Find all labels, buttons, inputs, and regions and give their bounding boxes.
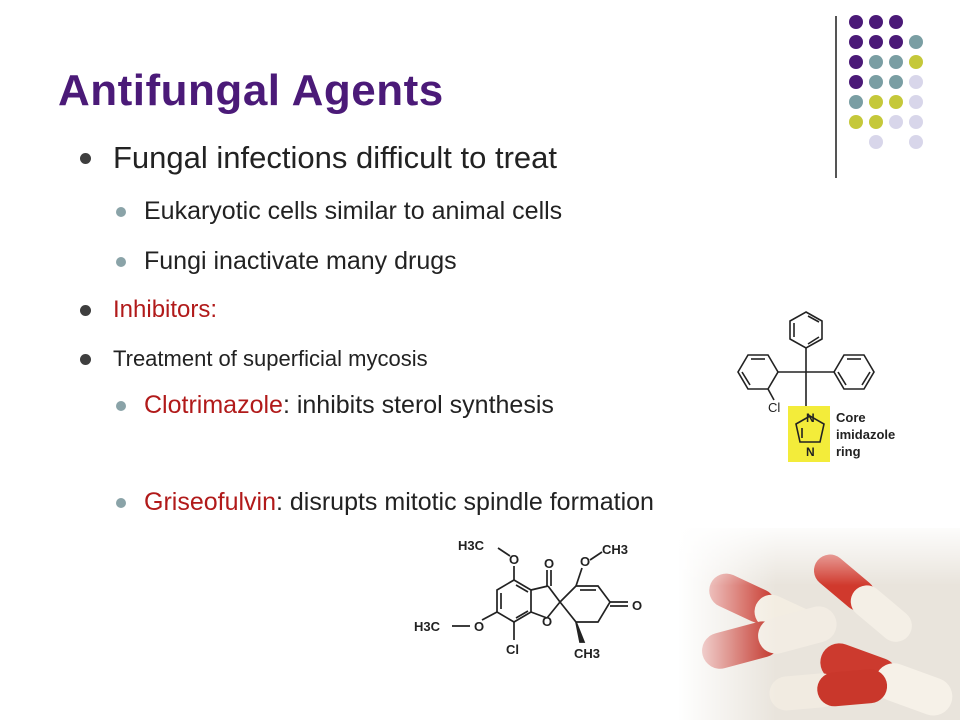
label-h3c-left: H3C xyxy=(414,619,441,634)
drug-name-griseofulvin: Griseofulvin xyxy=(144,488,276,516)
decorative-dot xyxy=(849,55,863,69)
bullet-dot xyxy=(116,206,126,217)
decorative-dot xyxy=(849,95,863,109)
label-o-ketone: O xyxy=(544,556,554,571)
imidazole-highlight-box xyxy=(788,406,830,462)
decorative-dot xyxy=(869,75,883,89)
decorative-dot xyxy=(869,115,883,129)
decorative-dot xyxy=(909,135,923,149)
bullet-text: Fungi inactivate many drugs xyxy=(144,247,457,275)
bullet-text: Eukaryotic cells similar to animal cells xyxy=(144,197,563,225)
decorative-dot xyxy=(909,115,923,129)
decorative-dot xyxy=(849,75,863,89)
decorative-dot xyxy=(849,35,863,49)
decorative-dot xyxy=(869,135,883,149)
bullet-griseofulvin: Griseofulvin: disrupts mitotic spindle f… xyxy=(116,488,654,517)
bullet-text: Inhibitors: xyxy=(113,296,218,323)
label-imidazole: imidazole xyxy=(836,427,895,442)
bullet-fungi-inactivate: Fungi inactivate many drugs xyxy=(116,247,457,276)
label-o-furan: O xyxy=(542,614,552,629)
decorative-dot xyxy=(889,95,903,109)
bullet-inhibitors: Inhibitors: xyxy=(80,296,217,324)
label-cl: Cl xyxy=(506,642,519,657)
bullet-text: Fungal infections difficult to treat xyxy=(113,140,558,175)
label-o-enone: O xyxy=(632,598,642,613)
drug-action: : disrupts mitotic spindle formation xyxy=(276,488,654,516)
label-o-methoxy-right: O xyxy=(580,554,590,569)
bullet-clotrimazole: Clotrimazole: inhibits sterol synthesis xyxy=(116,391,554,420)
decorative-dot xyxy=(849,15,863,29)
slide-title: Antifungal Agents xyxy=(58,66,444,115)
label-h3c-top: H3C xyxy=(458,538,485,553)
griseofulvin-structure: H3C CH3 H3C O O O O O O Cl CH3 xyxy=(414,538,642,661)
drug-name-clotrimazole: Clotrimazole xyxy=(144,391,283,419)
bullet-text: Treatment of superficial mycosis xyxy=(113,346,428,371)
decorative-dot xyxy=(869,95,883,109)
decorative-dot xyxy=(889,55,903,69)
drug-action: : inhibits sterol synthesis xyxy=(282,391,554,419)
label-cl: Cl xyxy=(768,400,780,415)
decorative-dot-grid xyxy=(849,15,923,149)
aromatic-ring xyxy=(496,579,532,623)
decorative-dot xyxy=(909,35,923,49)
imidazole-ring xyxy=(795,415,825,443)
bullet-dot xyxy=(80,304,91,316)
decorative-dot xyxy=(869,55,883,69)
decorative-dot xyxy=(889,15,903,29)
label-ring: ring xyxy=(836,444,861,459)
bullet-dot xyxy=(80,353,91,365)
bullet-dot xyxy=(116,497,126,508)
label-o-methoxy-top: O xyxy=(509,552,519,567)
pills-photo xyxy=(678,528,960,720)
cyclohexenone-ring xyxy=(558,585,612,623)
label-core: Core xyxy=(836,410,866,425)
left-phenyl-ring xyxy=(737,354,779,390)
label-ch3-top: CH3 xyxy=(602,542,628,557)
decorative-dot xyxy=(909,55,923,69)
label-ch3-bottom: CH3 xyxy=(574,646,600,661)
label-n2: N xyxy=(806,445,815,459)
bullet-dot xyxy=(116,256,126,267)
decorative-dot xyxy=(909,75,923,89)
bullet-dot xyxy=(116,400,126,411)
bullet-dot xyxy=(80,152,91,164)
bullet-text: Griseofulvin: disrupts mitotic spindle f… xyxy=(144,488,654,517)
bullet-fungal-infections: Fungal infections difficult to treat xyxy=(80,140,557,176)
label-o-methoxy-left: O xyxy=(474,619,484,634)
right-phenyl-ring xyxy=(833,354,875,390)
clotrimazole-structure: Cl N N Core imidazole ring xyxy=(737,311,895,462)
bullet-eukaryotic: Eukaryotic cells similar to animal cells xyxy=(116,197,562,226)
decorative-dot xyxy=(849,115,863,129)
decorative-dot xyxy=(869,15,883,29)
decorative-dot xyxy=(889,35,903,49)
divider-line xyxy=(835,16,837,178)
bullet-treatment: Treatment of superficial mycosis xyxy=(80,346,428,372)
label-n1: N xyxy=(806,411,815,425)
decorative-dot xyxy=(889,75,903,89)
decorative-dot xyxy=(889,115,903,129)
decorative-dot xyxy=(909,95,923,109)
decorative-dot xyxy=(869,35,883,49)
dot-grid-circles xyxy=(849,15,923,149)
bullet-text: Clotrimazole: inhibits sterol synthesis xyxy=(144,391,554,420)
